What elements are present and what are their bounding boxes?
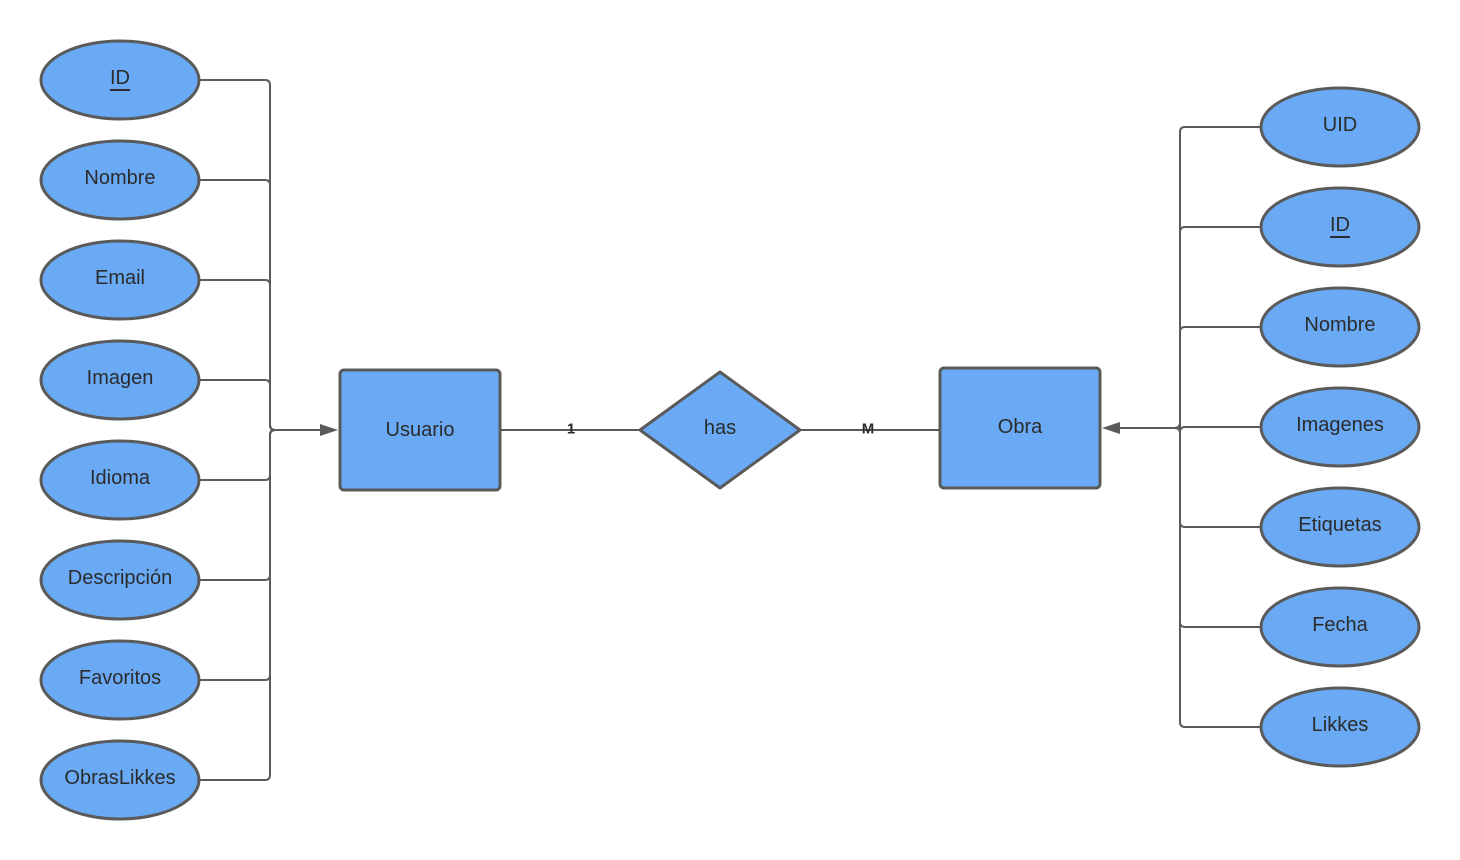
usuario-attribute-nombre[interactable]: Nombre [39,139,201,221]
obra-entity[interactable]: Obra [938,366,1102,490]
attribute-ellipse [39,739,201,821]
usuario-arrowhead [320,424,338,436]
obra-connector [1118,427,1260,728]
usuario-attribute-idioma[interactable]: Idioma [39,439,201,521]
attribute-label: Likkes [1312,714,1369,736]
obra-attribute-id[interactable]: ID [1259,186,1421,268]
attribute-label: Descripción [68,567,172,589]
obra-connector [1118,126,1260,429]
attribute-ellipse [1259,486,1421,568]
obra-attribute-etiquetas[interactable]: Etiquetas [1259,486,1421,568]
relationship-label: has [704,417,736,439]
attribute-ellipse [39,539,201,621]
obra-attribute-likkes[interactable]: Likkes [1259,686,1421,768]
attribute-ellipse [1259,86,1421,168]
attribute-label: Etiquetas [1298,514,1381,536]
attribute-ellipse [39,39,201,121]
attribute-label: ID [1330,214,1350,236]
attribute-label: ObrasLikkes [64,767,175,789]
attribute-ellipse [39,439,201,521]
attribute-label: Imagenes [1296,414,1384,436]
attribute-ellipse [1259,686,1421,768]
usuario-attribute-email[interactable]: Email [39,239,201,321]
usuario-connector [200,429,322,681]
attribute-label: Nombre [1304,314,1375,336]
attribute-label: Email [95,267,145,289]
attribute-label: UID [1323,114,1357,136]
usuario-connector [200,429,322,581]
attribute-ellipse [1259,286,1421,368]
attribute-ellipse [39,239,201,321]
obra-arrowhead [1102,422,1120,434]
usuario-attribute-imagen[interactable]: Imagen [39,339,201,421]
cardinality-right-label: M [862,421,875,438]
usuario-attribute-obraslikkes[interactable]: ObrasLikkes [39,739,201,821]
attribute-label: Imagen [87,367,154,389]
usuario-attribute-descripcion[interactable]: Descripción [39,539,201,621]
obra-attribute-nombre[interactable]: Nombre [1259,286,1421,368]
attribute-label: Idioma [90,467,151,489]
usuario-entity[interactable]: Usuario [338,368,502,492]
attribute-ellipse [1259,186,1421,268]
usuario-entity-label: Usuario [386,419,455,441]
has-relationship[interactable]: has [638,370,802,490]
cardinality-left-label: 1 [567,421,575,438]
usuario-connector [200,379,322,431]
usuario-connector [200,429,322,781]
obra-connector [1118,326,1260,429]
obra-entity-label: Obra [998,416,1043,438]
obra-attribute-uid[interactable]: UID [1259,86,1421,168]
usuario-connector [200,429,322,481]
attribute-ellipse [39,139,201,221]
attribute-label: Fecha [1312,614,1368,636]
attribute-ellipse [39,639,201,721]
obra-attribute-fecha[interactable]: Fecha [1259,586,1421,668]
obra-attribute-imagenes[interactable]: Imagenes [1259,386,1421,468]
attribute-ellipse [39,339,201,421]
obra-connector [1118,427,1260,528]
usuario-attributes: ID NombreEmailImagenIdiomaDescripciónFavo… [39,39,201,821]
usuario-attribute-id[interactable]: ID [39,39,201,121]
usuario-connector [200,279,322,431]
attribute-label: Nombre [84,167,155,189]
usuario-connector [200,179,322,431]
usuario-attribute-favoritos[interactable]: Favoritos [39,639,201,721]
attribute-ellipse [1259,386,1421,468]
connector-lines [200,79,1260,781]
attribute-ellipse [1259,586,1421,668]
usuario-connector [200,79,322,431]
attribute-label: ID [110,67,130,89]
attribute-label: Favoritos [79,667,161,689]
